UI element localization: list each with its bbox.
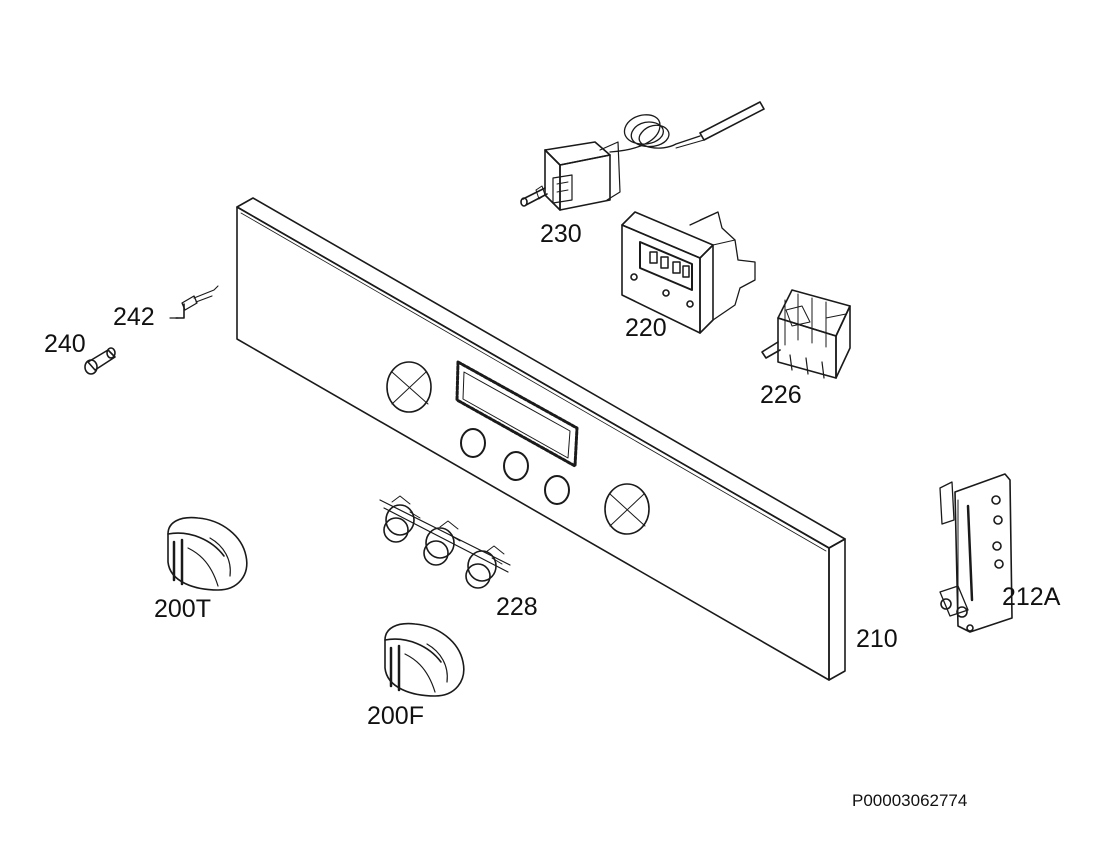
part-label-226: 226	[760, 381, 802, 409]
part-label-240: 240	[44, 330, 86, 358]
part-label-242: 242	[113, 303, 155, 331]
part-label-230: 230	[540, 220, 582, 248]
timer-display	[640, 242, 692, 290]
button-hole-2	[504, 452, 528, 480]
indicator-lamp-240	[85, 348, 115, 374]
bracket-212A	[940, 474, 1012, 632]
part-label-200F: 200F	[367, 702, 424, 730]
push-button-2	[424, 528, 460, 565]
display-window	[457, 362, 577, 466]
thermostat-230	[521, 102, 764, 210]
button-hole-3	[545, 476, 569, 504]
knob-hole-right	[605, 484, 649, 534]
part-label-200T: 200T	[154, 595, 211, 623]
part-label-228: 228	[496, 593, 538, 621]
lamp-holder-242	[176, 286, 218, 318]
push-button-1	[384, 505, 420, 542]
electronic-timer-220	[622, 212, 755, 333]
push-button-3	[466, 551, 502, 588]
button-hole-1	[461, 429, 485, 457]
push-button-strip-228	[380, 496, 510, 588]
part-label-220: 220	[625, 314, 667, 342]
drawing-reference-number: P00003062774	[852, 791, 968, 810]
knob-200F	[385, 624, 464, 696]
control-panel-210	[237, 198, 845, 680]
knob-hole-left	[387, 362, 431, 412]
knob-200T	[168, 518, 247, 590]
part-label-212A: 212A	[1002, 583, 1061, 611]
part-label-210: 210	[856, 625, 898, 653]
selector-switch-226	[762, 290, 850, 378]
